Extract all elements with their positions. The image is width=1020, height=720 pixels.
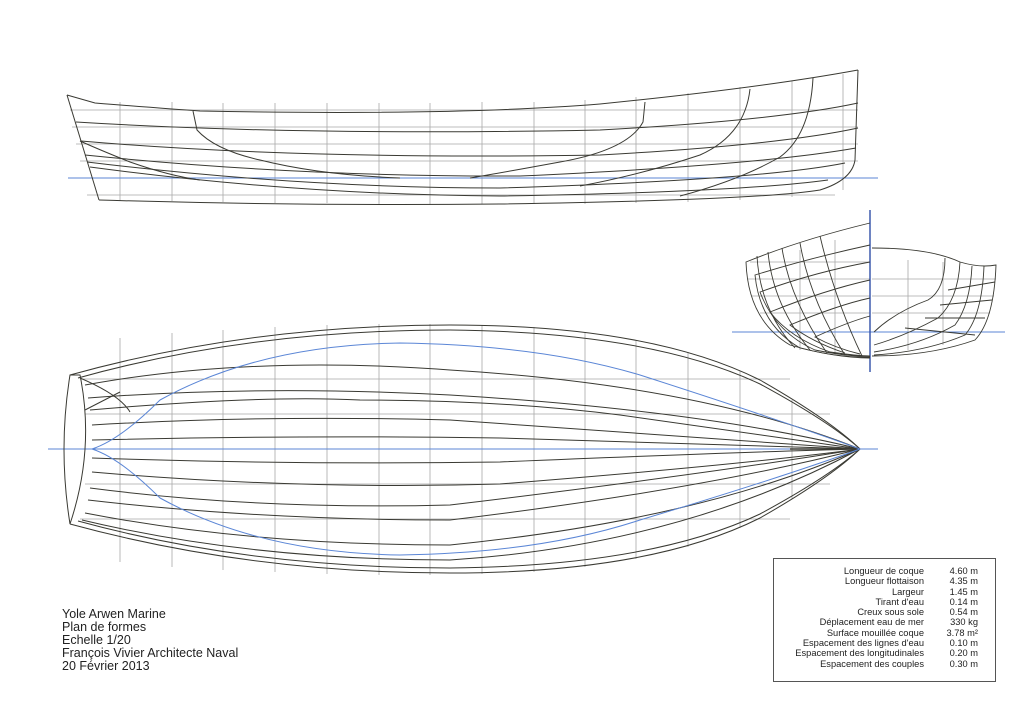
spec-row: Tirant d'eau 0.14 m xyxy=(778,597,978,607)
profile-view xyxy=(66,69,878,205)
spec-label: Espacement des longitudinales xyxy=(795,648,924,659)
spec-row: Espacement des lignes d'eau 0.10 m xyxy=(778,638,978,648)
body-plan-view xyxy=(732,210,1005,372)
profile-station-grid xyxy=(70,74,858,204)
drawing-scale: Echelle 1/20 xyxy=(62,633,131,647)
project-title: Yole Arwen Marine xyxy=(62,607,166,621)
profile-transom xyxy=(66,94,100,201)
spec-label: Espacement des lignes d'eau xyxy=(802,638,924,649)
spec-row: Déplacement eau de mer 330 kg xyxy=(778,617,978,627)
spec-row: Largeur 1.45 m xyxy=(778,587,978,597)
plan-waterline xyxy=(90,342,862,556)
spec-label: Longueur de coque xyxy=(843,566,924,576)
spec-value: 0.14 m xyxy=(949,596,978,607)
spec-label: Surface mouillée coque xyxy=(826,627,924,638)
spec-value: 330 kg xyxy=(950,617,978,628)
spec-row: Espacement des longitudinales 0.20 m xyxy=(778,648,978,658)
profile-sheer xyxy=(66,69,859,113)
profile-keel xyxy=(98,69,859,205)
spec-row: Espacement des couples 0.30 m xyxy=(778,659,978,669)
specifications-box: Longueur de coque 4.60 m Longueur flottai… xyxy=(773,558,996,682)
spec-label: Espacement des couples xyxy=(820,658,924,669)
spec-value: 1.45 m xyxy=(949,586,978,597)
title-block: Yole Arwen Marine Plan de formes Echelle… xyxy=(62,608,238,673)
drawing-subtitle: Plan de formes xyxy=(62,620,147,634)
spec-label: Tirant d'eau xyxy=(875,596,924,607)
spec-value: 4.35 m xyxy=(949,576,978,587)
spec-row: Longueur flottaison 4.35 m xyxy=(778,576,978,586)
spec-label: Déplacement eau de mer xyxy=(819,617,924,628)
spec-value: 3.78 m² xyxy=(946,627,978,638)
spec-value: 0.30 m xyxy=(949,658,978,669)
spec-label: Creux sous sole xyxy=(857,607,924,618)
architect-name: François Vivier Architecte Naval xyxy=(62,646,239,660)
half-breadth-plan-view xyxy=(48,324,878,575)
spec-row: Longueur de coque 4.60 m xyxy=(778,566,978,576)
spec-value: 0.20 m xyxy=(949,648,978,659)
spec-row: Creux sous sole 0.54 m xyxy=(778,607,978,617)
spec-label: Longueur flottaison xyxy=(844,576,924,587)
spec-value: 4.60 m xyxy=(949,566,978,576)
spec-value: 0.10 m xyxy=(949,638,978,649)
drawing-date: 20 Février 2013 xyxy=(62,659,150,673)
spec-row: Surface mouillée coque 3.78 m² xyxy=(778,628,978,638)
specifications-table: Longueur de coque 4.60 m Longueur flottai… xyxy=(778,566,978,669)
spec-value: 0.54 m xyxy=(949,607,978,618)
spec-label: Largeur xyxy=(891,586,924,597)
